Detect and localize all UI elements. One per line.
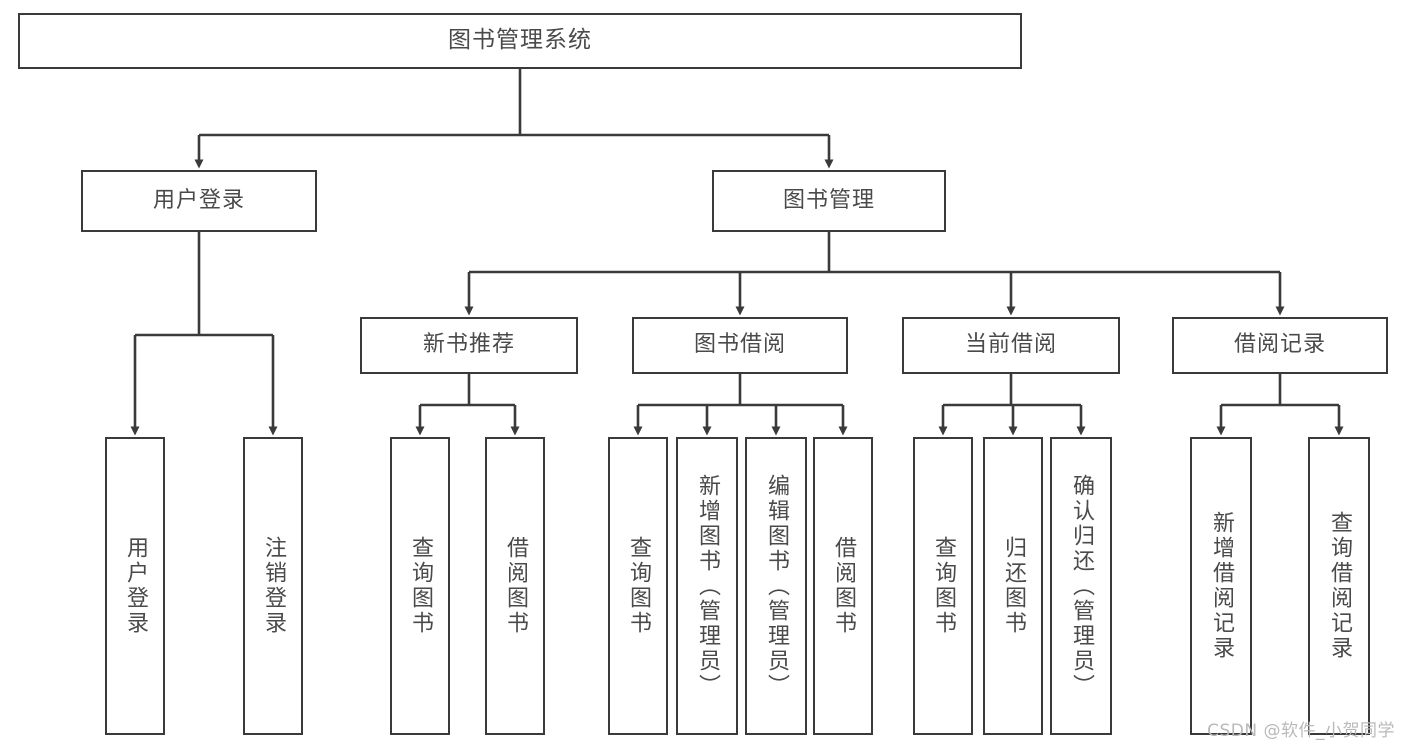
node-leaf-edit-book-label: 编辑图书（管理员）	[764, 473, 789, 699]
node-book-manage-label: 图书管理	[782, 187, 875, 213]
node-new-book-recommend[interactable]: 新书推荐	[360, 317, 578, 374]
csdn-watermark: CSDN @软件_小贺同学	[1207, 721, 1395, 741]
node-leaf-return-book-label: 归还图书	[1001, 536, 1026, 636]
node-book-borrow-label: 图书借阅	[693, 332, 786, 358]
node-leaf-query-book-3[interactable]: 查询图书	[913, 437, 973, 735]
node-book-borrow[interactable]: 图书借阅	[632, 317, 848, 374]
node-leaf-query-record[interactable]: 查询借阅记录	[1308, 437, 1370, 735]
node-leaf-return-book[interactable]: 归还图书	[983, 437, 1043, 735]
node-root-label: 图书管理系统	[448, 27, 592, 54]
node-leaf-user-login[interactable]: 用户登录	[105, 437, 165, 735]
node-leaf-query-book-1[interactable]: 查询图书	[390, 437, 450, 735]
node-leaf-add-book-label: 新增图书（管理员）	[695, 473, 720, 699]
node-new-book-recommend-label: 新书推荐	[422, 332, 515, 358]
node-leaf-confirm-return[interactable]: 确认归还（管理员）	[1050, 437, 1112, 735]
node-leaf-query-book-2-label: 查询图书	[626, 536, 651, 636]
node-current-borrow-label: 当前借阅	[964, 332, 1057, 358]
node-current-borrow[interactable]: 当前借阅	[902, 317, 1120, 374]
node-leaf-logout[interactable]: 注销登录	[243, 437, 303, 735]
node-leaf-confirm-return-label: 确认归还（管理员）	[1069, 473, 1094, 699]
node-leaf-add-book[interactable]: 新增图书（管理员）	[676, 437, 738, 735]
node-leaf-query-book-1-label: 查询图书	[408, 536, 433, 636]
node-leaf-query-book-2[interactable]: 查询图书	[608, 437, 668, 735]
node-book-manage[interactable]: 图书管理	[712, 170, 946, 232]
node-leaf-borrow-book-2[interactable]: 借阅图书	[813, 437, 873, 735]
node-leaf-borrow-book-2-label: 借阅图书	[831, 536, 856, 636]
node-leaf-user-login-label: 用户登录	[123, 536, 148, 636]
node-borrow-record[interactable]: 借阅记录	[1172, 317, 1388, 374]
node-leaf-borrow-book-1-label: 借阅图书	[503, 536, 528, 636]
node-leaf-logout-label: 注销登录	[261, 536, 286, 636]
node-user-login[interactable]: 用户登录	[81, 170, 317, 232]
node-user-login-label: 用户登录	[152, 187, 245, 213]
node-leaf-edit-book[interactable]: 编辑图书（管理员）	[745, 437, 807, 735]
node-leaf-query-book-3-label: 查询图书	[931, 536, 956, 636]
node-leaf-add-record[interactable]: 新增借阅记录	[1190, 437, 1252, 735]
node-leaf-borrow-book-1[interactable]: 借阅图书	[485, 437, 545, 735]
node-borrow-record-label: 借阅记录	[1233, 332, 1326, 358]
node-root[interactable]: 图书管理系统	[18, 13, 1022, 69]
node-leaf-add-record-label: 新增借阅记录	[1209, 511, 1234, 661]
node-leaf-query-record-label: 查询借阅记录	[1327, 511, 1352, 661]
